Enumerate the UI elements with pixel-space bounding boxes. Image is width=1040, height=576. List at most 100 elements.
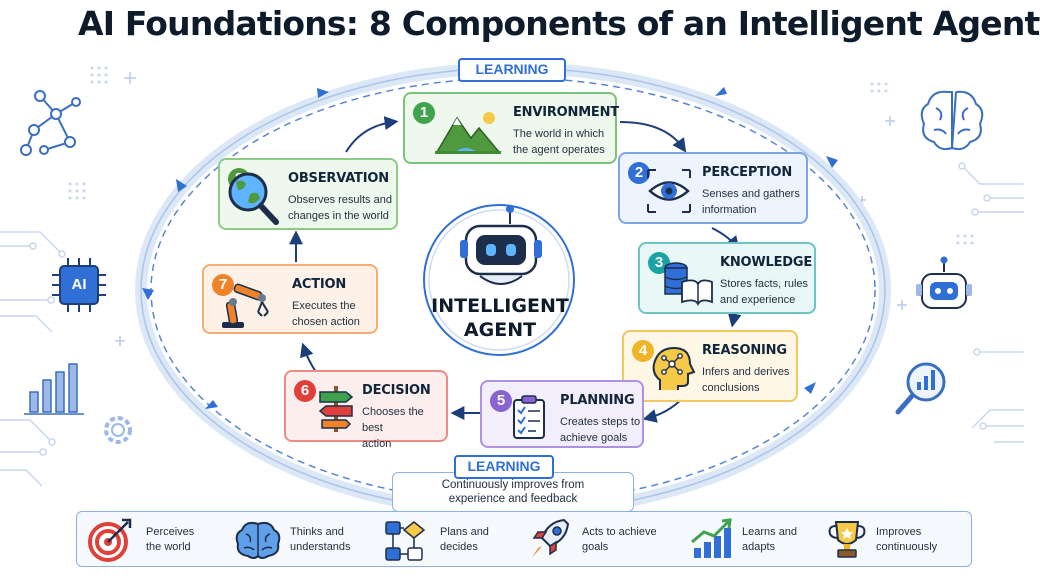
description-line: Senses and gathers [702,188,800,200]
summary-bar [76,511,972,567]
growth-chart-icon [691,518,732,558]
description-line: Creates steps to [560,416,641,428]
description-line: action [362,438,392,450]
description-line: The world in which [513,128,605,140]
robot-arm-icon [222,283,269,328]
summary-item-plans: Plans and decides [440,525,489,555]
component-title: ACTION [292,277,347,292]
component-title: REASONING [702,343,787,358]
head-network-icon [652,346,696,390]
dot-grid-right [870,82,974,245]
page-title: AI Foundations: 8 Components of an Intel… [78,4,1040,43]
component-title: PERCEPTION [702,165,793,180]
component-title: DECISION [362,383,431,398]
summary-text-line: Thinks and [290,526,344,538]
summary-text-line: goals [582,541,609,553]
component-number: 1 [413,102,435,124]
circuit-lines-left [0,231,66,487]
component-description: The world in which the agent operates [513,126,605,158]
component-description: Creates steps to achieve goals [560,414,640,446]
trophy-icon [828,521,866,558]
rocket-icon [532,518,570,558]
component-title: PLANNING [560,393,635,408]
component-number: 6 [294,380,316,402]
component-card-reasoning: 4 REASONING Infers and derives conclusio… [622,330,798,402]
component-title: OBSERVATION [288,171,389,186]
component-card-perception: 2 PERCEPTION Senses and gathers informat… [618,152,808,224]
component-card-action: 7 ACTION Executes the chosen action [202,264,378,334]
sparkle-icons [115,72,907,346]
component-description: Senses and gathers information [702,186,800,218]
description-line: Executes the [292,300,356,312]
summary-text-line: Acts to achieve [582,526,657,538]
description-line: Stores facts, rules [720,278,809,290]
database-book-icon [664,262,713,307]
intelligent-agent-label: INTELLIGENT AGENT [430,294,570,342]
component-description: Observes results and changes in the worl… [288,192,392,224]
component-card-planning: 5 PLANNING Creates steps to achieve goal… [480,380,644,448]
flow-arrows [289,116,742,423]
ai-chip-label: AI [71,276,87,293]
summary-item-learns: Learns and adapts [742,525,797,555]
summary-text-line: Learns and [742,526,798,538]
center-label-line2: AGENT [463,319,537,341]
component-title: KNOWLEDGE [720,255,813,270]
component-card-knowledge: 3 KNOWLEDGE Stores facts, rules and expe… [638,242,816,314]
brain-outline-icon [920,90,984,151]
center-label-line1: INTELLIGENT [431,295,569,317]
component-card-decision: 6 DECISION Chooses the best action [284,370,448,450]
component-card-environment: 1 ENVIRONMENT The world in which the age… [403,92,619,164]
target-icon [88,518,132,562]
component-description: Stores facts, rules and experience [720,276,808,308]
learning-description-line: experience and feedback [448,493,578,505]
robot-icon [460,205,542,285]
flowchart-icon [385,521,426,561]
description-line: and experience [720,294,796,306]
dot-grid-top-left [68,66,108,200]
summary-text-line: Perceives [146,526,195,538]
summary-text-line: Plans and [440,526,489,538]
component-number: 7 [212,274,234,296]
summary-item-improves: Improves continuously [876,525,937,555]
small-robot-icon [916,256,972,309]
mountain-landscape-icon [435,112,501,154]
learning-badge-top: LEARNING [458,58,566,82]
component-description: Infers and derives conclusions [702,364,789,396]
circuit-lines-right [958,162,1024,443]
learning-badge-bottom: LEARNING [454,455,554,479]
description-line: achieve goals [560,432,628,444]
clipboard-checklist-icon [513,395,545,439]
magnifier-globe-icon [228,172,279,225]
learning-description: Continuously improves from experience an… [392,478,634,506]
description-line: chosen action [292,316,360,328]
component-number: 4 [632,340,654,362]
summary-text-line: understands [290,541,351,553]
eye-icon [647,169,691,213]
summary-item-thinks: Thinks and understands [290,525,351,555]
summary-item-perceives: Perceives the world [146,525,194,555]
analytics-magnifier-icon [895,362,946,415]
summary-text-line: the world [146,541,191,553]
component-title: ENVIRONMENT [513,105,619,120]
loop-arrowheads [142,87,838,409]
brain-icon [235,521,281,559]
description-line: information [702,204,757,216]
description-line: Chooses the best [362,406,424,434]
summary-item-acts: Acts to achieve goals [582,525,657,555]
bar-chart-icon [24,363,84,415]
network-icon [20,90,81,156]
component-number: 5 [490,390,512,412]
component-description: Chooses the best action [362,404,446,452]
gear-icon [104,416,132,444]
summary-text-line: Improves [876,526,922,538]
learning-description-line: Continuously improves from [441,479,585,491]
description-line: Infers and derives [702,366,790,378]
description-line: Observes results and [288,194,392,206]
ai-chip-icon [52,258,106,312]
signpost-icon [318,386,354,432]
component-card-observation: 8 OBSERVATION Observes results and chang… [218,158,398,230]
component-description: Executes the chosen action [292,298,360,330]
description-line: conclusions [702,382,760,394]
summary-text-line: decides [440,541,478,553]
